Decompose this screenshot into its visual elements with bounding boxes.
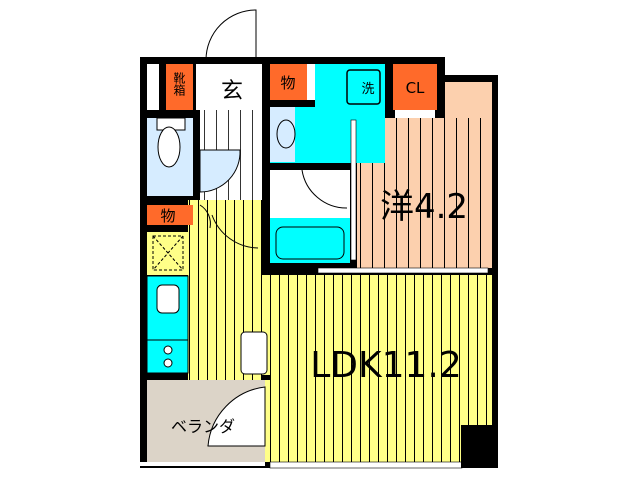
storage-top bbox=[270, 64, 307, 100]
shoe-box bbox=[166, 64, 193, 110]
stove-burner-icon bbox=[163, 345, 173, 355]
toilet-icon bbox=[157, 126, 181, 168]
toilet-door bbox=[199, 149, 241, 193]
storage-top-door bbox=[307, 64, 315, 100]
closet bbox=[393, 64, 437, 110]
room-ldk-edge bbox=[265, 380, 275, 462]
niche bbox=[147, 64, 159, 110]
entrance-label: 玄 bbox=[221, 79, 243, 104]
bathtub-icon bbox=[275, 226, 345, 260]
ldk-door bbox=[211, 214, 259, 249]
closet-door bbox=[395, 110, 435, 118]
balcony-door bbox=[207, 386, 266, 447]
washbasin-icon bbox=[276, 119, 296, 149]
storage-top-label: 物 bbox=[280, 74, 295, 92]
balcony-label: ベランダ bbox=[171, 417, 235, 436]
sink-icon bbox=[156, 284, 180, 314]
storage-door bbox=[199, 204, 211, 229]
dressing bbox=[270, 170, 350, 218]
stove-burner-icon bbox=[163, 358, 173, 368]
ldk-label: LDK11.2 bbox=[310, 345, 462, 386]
pillar bbox=[461, 425, 498, 468]
washer-pan bbox=[346, 69, 381, 105]
shoe-box-label: 靴箱 bbox=[172, 72, 186, 96]
closet-label: CL bbox=[406, 79, 425, 97]
laundry-label: 洗 bbox=[361, 82, 374, 97]
sliding-door bbox=[350, 119, 357, 261]
room-western-top bbox=[445, 82, 492, 118]
room-ldk-main bbox=[270, 275, 492, 462]
storage-left bbox=[147, 205, 193, 225]
storage-left-label: 物 bbox=[160, 207, 175, 225]
bath-door bbox=[301, 169, 348, 209]
entrance bbox=[196, 64, 262, 110]
window bbox=[269, 461, 463, 469]
fridge-icon bbox=[240, 331, 268, 375]
entry-door bbox=[205, 9, 257, 61]
floor-storage-cross bbox=[152, 235, 184, 271]
floor-storage-icon bbox=[152, 235, 184, 271]
western-room-label: 洋4.2 bbox=[380, 187, 468, 227]
western-sliding-door bbox=[317, 267, 489, 274]
